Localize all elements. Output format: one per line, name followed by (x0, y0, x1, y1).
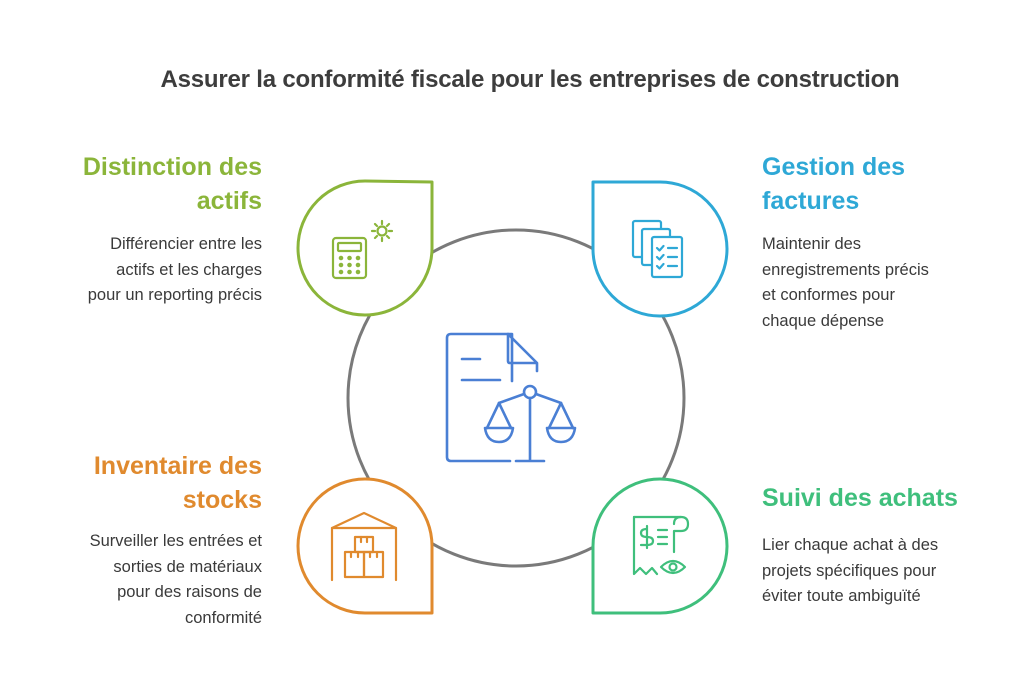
receipt-eye-icon (632, 515, 690, 576)
desc-gestion-factures: Maintenir des enregistrements précis et … (762, 235, 929, 330)
center-ring (346, 228, 686, 568)
heading-suivi-achats: Suivi des achats (762, 484, 958, 512)
petal-bottom-right (591, 477, 729, 615)
document-scales-icon (445, 332, 577, 463)
warehouse-boxes-icon (330, 511, 398, 582)
heading-distinction-actifs: Distinction des actifs (82, 153, 262, 215)
calculator-gear-icon (331, 219, 394, 280)
desc-suivi-achats: Lier chaque achat à des projets spécifiq… (762, 536, 939, 605)
heading-gestion-factures: Gestion des factures (762, 153, 906, 215)
page-title: Assurer la conformité fiscale pour les e… (160, 66, 900, 93)
heading-inventaire-stocks: Inventaire des stocks (93, 452, 262, 514)
desc-inventaire-stocks: Surveiller les entrées et sorties de mat… (89, 532, 262, 627)
petal-bottom-left (296, 477, 434, 615)
desc-distinction-actifs: Différencier entre les actifs et les cha… (87, 235, 262, 304)
invoice-checklist-icon (631, 219, 684, 279)
